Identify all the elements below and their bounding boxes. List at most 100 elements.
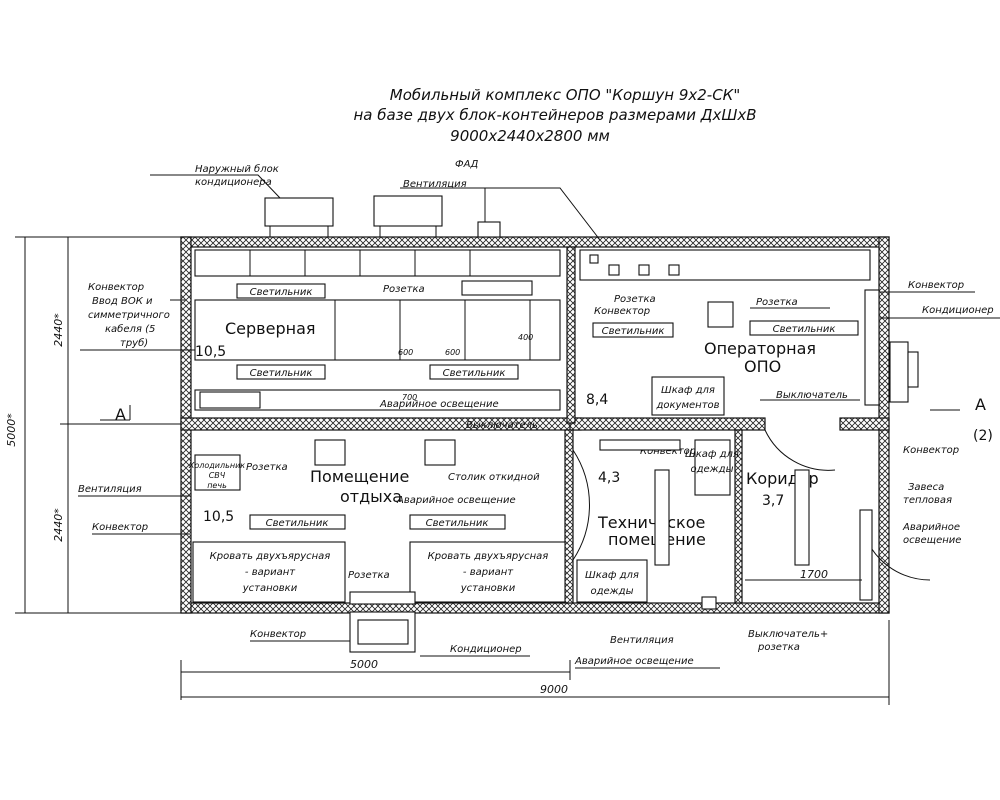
svg-text:труб): труб)	[120, 337, 148, 349]
technical-room-name: Техническое	[597, 513, 705, 532]
svg-text:Кондиционер: Кондиционер	[922, 305, 994, 316]
bottom-callouts: Конвектор Кондиционер Вентиляция Аварийн…	[250, 611, 828, 669]
svg-text:Выключатель+: Выключатель+	[748, 629, 828, 640]
svg-text:Конвектор: Конвектор	[88, 282, 144, 293]
svg-text:600: 600	[445, 348, 460, 357]
svg-text:Светильник: Светильник	[426, 518, 489, 529]
section-right-sub: (2)	[973, 428, 993, 444]
outdoor-unit-label-2: кондиционера	[195, 177, 272, 188]
server-lamp-3	[429, 364, 519, 380]
svg-text:Конвектор: Конвектор	[640, 446, 696, 457]
svg-text:Кондиционер: Кондиционер	[450, 644, 522, 655]
title-line-2: на базе двух блок-контейнеров размерами …	[353, 106, 756, 124]
svg-text:Конвектор: Конвектор	[250, 629, 306, 640]
operator-room-name-2: ОПО	[744, 357, 781, 376]
title-line-3: 9000х2440х2800 мм	[450, 127, 610, 145]
clothes-cabinet-2	[576, 559, 648, 603]
outdoor-conditioner-right	[889, 341, 909, 403]
svg-text:тепловая: тепловая	[903, 495, 952, 506]
rest-lamp-2	[409, 514, 506, 530]
dim-partial-length: 5000	[350, 658, 378, 671]
svg-text:600: 600	[398, 348, 413, 357]
corridor: Коридор 3,7 1700	[745, 429, 862, 581]
rest-room-name-2: отдыха	[340, 487, 402, 506]
svg-text:Шкаф для: Шкаф для	[585, 570, 639, 581]
right-callouts: Конвектор Кондиционер Конвектор Завеса т…	[859, 280, 1000, 601]
left-callouts: Вентиляция Конвектор	[78, 484, 190, 535]
technical-lamp	[654, 469, 670, 566]
svg-text:Шкаф для: Шкаф для	[661, 385, 715, 396]
outdoor-unit-label: Наружный блок	[195, 163, 279, 175]
svg-text:700: 700	[402, 393, 417, 402]
svg-text:установки: установки	[242, 583, 298, 594]
section-left: А	[115, 405, 126, 424]
svg-text:Аварийное: Аварийное	[902, 522, 960, 533]
title-line-1: Мобильный комплекс ОПО "Коршун 9х2-СК"	[390, 86, 740, 104]
dim-total-length: 9000	[540, 683, 568, 696]
vok-callout: Конвектор Ввод ВОК и симметричного кабел…	[80, 282, 195, 351]
server-socket-label: Розетка	[383, 284, 425, 295]
server-room-name: Серверная	[225, 319, 316, 338]
svg-text:Аварийное освещение: Аварийное освещение	[574, 656, 694, 667]
svg-text:Вентиляция: Вентиляция	[610, 635, 674, 646]
plan-title: Мобильный комплекс ОПО "Коршун 9х2-СК" н…	[353, 86, 756, 145]
svg-text:Конвектор: Конвектор	[92, 522, 148, 533]
svg-text:Вентиляция: Вентиляция	[78, 484, 142, 495]
operator-lamp-1	[592, 322, 674, 338]
server-room-area: 10,5	[195, 344, 226, 360]
operator-lamp-2	[749, 320, 859, 336]
section-right: А	[975, 395, 986, 414]
svg-text:Светильник: Светильник	[266, 518, 329, 529]
server-racks: Светильник Светильник Светильник Розетка…	[194, 249, 561, 411]
svg-text:- вариант: - вариант	[245, 567, 296, 578]
document-cabinet	[651, 376, 725, 416]
svg-text:1700: 1700	[800, 568, 828, 581]
svg-text:симметричного: симметричного	[88, 310, 170, 321]
svg-text:СВЧ: СВЧ	[209, 471, 226, 480]
svg-text:Розетка: Розетка	[348, 570, 390, 581]
server-emergency-label: Аварийное освещение	[379, 399, 499, 410]
dimensions: 5000 9000 5000* 2440* 2440*	[5, 236, 890, 705]
microwave-fridge	[194, 454, 241, 491]
clothes-cabinet-1	[694, 439, 731, 496]
svg-text:Светильник: Светильник	[602, 326, 665, 337]
svg-text:Конвектор: Конвектор	[903, 445, 959, 456]
operator-switch-label: Выключатель	[776, 390, 848, 401]
svg-text:Столик откидной: Столик откидной	[448, 472, 540, 483]
svg-text:Выключатель: Выключатель	[466, 420, 538, 431]
operator-room-name: Операторная	[704, 339, 816, 358]
svg-text:Завеса: Завеса	[908, 482, 944, 493]
svg-text:кабеля (5: кабеля (5	[105, 323, 155, 335]
svg-text:400: 400	[518, 333, 533, 342]
svg-text:Розетка: Розетка	[756, 297, 798, 308]
odf-label: ФАД	[455, 159, 478, 170]
svg-text:Розетка: Розетка	[614, 294, 656, 305]
rest-lamp-1	[249, 514, 346, 530]
section-marks: А А (2)	[100, 395, 993, 444]
technical-room: Конвектор Шкаф для одежды 4,3 Техническо…	[572, 439, 739, 610]
svg-text:Светильник: Светильник	[250, 287, 313, 298]
technical-room-area: 4,3	[598, 470, 620, 486]
svg-text:Ввод ВОК и: Ввод ВОК и	[92, 296, 153, 307]
svg-text:одежды: одежды	[590, 586, 633, 597]
svg-text:Светильник: Светильник	[443, 368, 506, 379]
rest-room-name: Помещение	[310, 467, 409, 486]
dim-block-width-bottom: 2440*	[52, 508, 65, 542]
bunk-bed-left	[192, 541, 346, 603]
bunk-bed-right	[409, 541, 566, 603]
corridor-area: 3,7	[762, 493, 784, 509]
ventilation-roof-label: Вентиляция	[403, 179, 467, 190]
rest-room-area: 10,5	[203, 509, 234, 525]
svg-text:Светильник: Светильник	[773, 324, 836, 335]
svg-text:Конвектор: Конвектор	[908, 280, 964, 291]
dim-total-width: 5000*	[5, 413, 18, 447]
svg-text:печь: печь	[207, 481, 227, 490]
server-lamp-1	[236, 283, 326, 299]
rest-room: Холодильник СВЧ печь Розетка Помещение о…	[188, 439, 566, 605]
svg-text:Светильник: Светильник	[250, 368, 313, 379]
server-lamp-2	[236, 364, 326, 380]
svg-text:Аварийное освещение: Аварийное освещение	[396, 495, 516, 506]
operator-room-area: 8,4	[586, 392, 608, 408]
svg-text:- вариант: - вариант	[463, 567, 514, 578]
